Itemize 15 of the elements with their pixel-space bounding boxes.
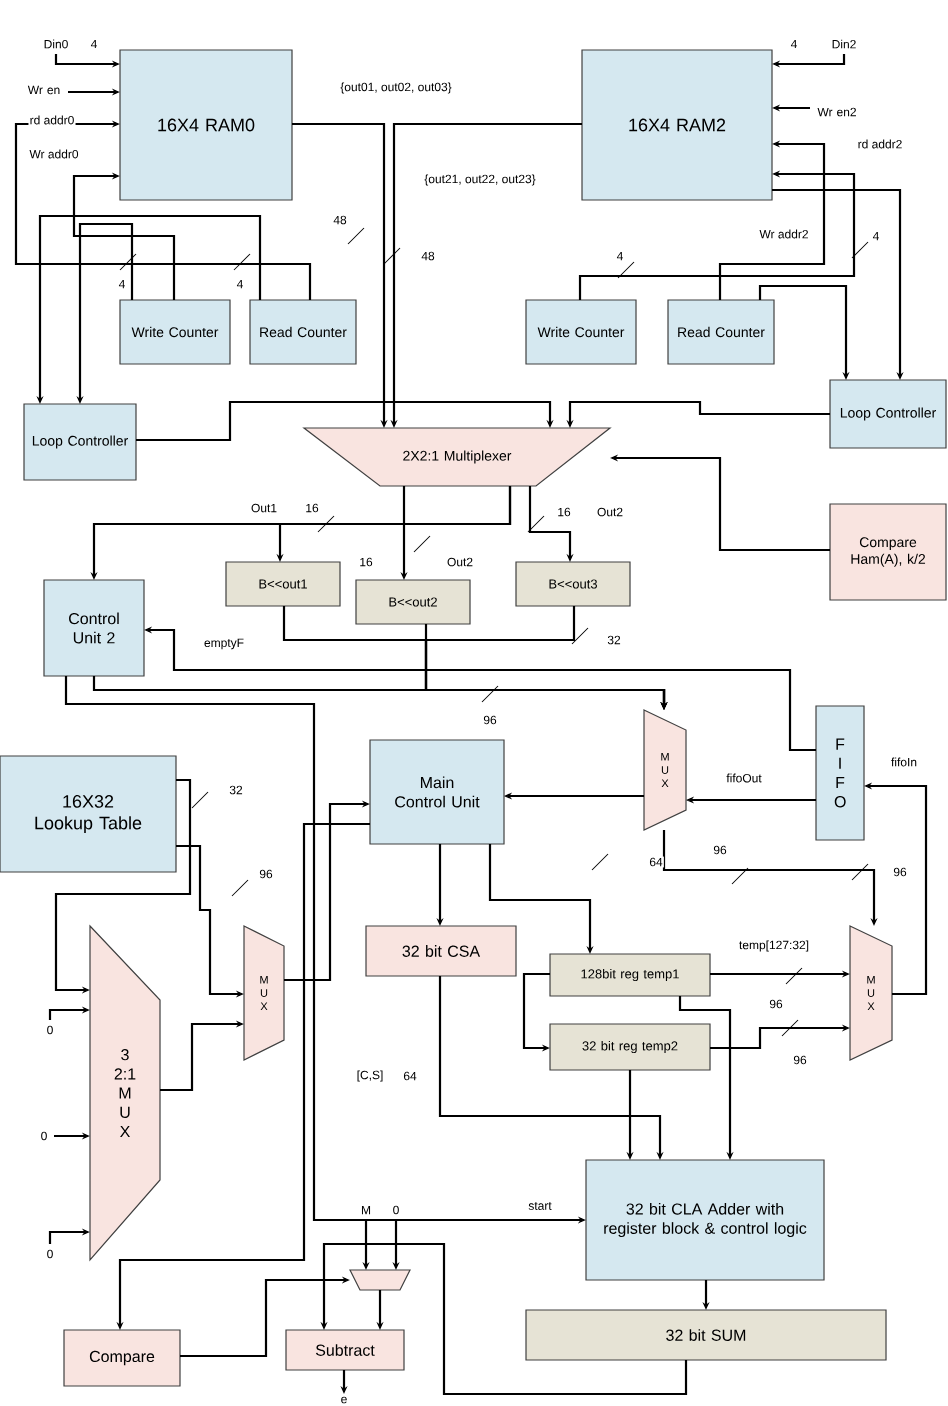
block-box: 16X4 RAM2 — [581, 49, 773, 201]
block-box: Main Control Unit — [369, 739, 505, 845]
arrow — [14, 120, 312, 300]
block-box: 32 bit CSA — [365, 925, 517, 977]
block-box: 16X4 RAM0 — [119, 49, 293, 201]
block-box: 32 bit SUM — [525, 1309, 887, 1361]
block-box: Subtract — [285, 1329, 405, 1371]
block-box: 32 bit CLA Adder with register block & control logic — [585, 1159, 825, 1281]
arrow — [72, 172, 176, 300]
subtractor-symbol — [349, 1269, 411, 1291]
arrow — [136, 400, 554, 442]
block-box: 16X32 Lookup Table — [0, 755, 177, 873]
block-box: Control Unit 2 — [43, 579, 145, 677]
block-box: Compare — [63, 1329, 181, 1387]
block-box: F I F O — [815, 705, 865, 841]
